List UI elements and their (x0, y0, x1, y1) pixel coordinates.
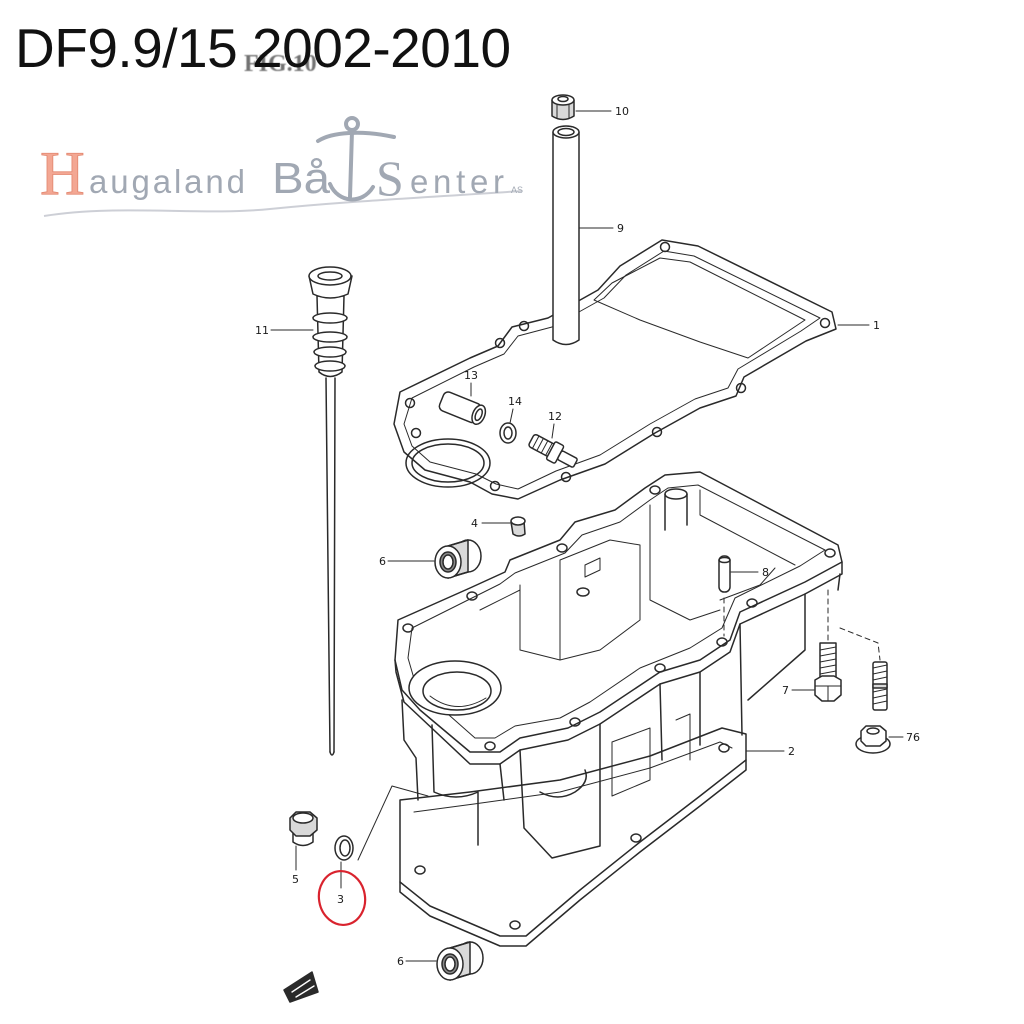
figure-label: FIG.10 (244, 51, 317, 77)
part-2-oil-pan (394, 471, 843, 947)
part-76-flange-nut (855, 725, 891, 754)
callout-12: 12 (548, 410, 562, 423)
anchor-icon (316, 116, 396, 202)
callout-6-upper: 6 (379, 555, 386, 568)
callout-10: 10 (615, 105, 629, 118)
callout-1: 1 (873, 319, 880, 332)
part-8-dowel-pin (718, 555, 731, 637)
callout-6-lower: 6 (397, 955, 404, 968)
logo-word-2: Bå (272, 154, 331, 203)
part-13-sleeve (438, 391, 487, 426)
callout-2: 2 (788, 745, 795, 758)
logo-wave (43, 190, 523, 217)
part-9-tube (552, 125, 580, 346)
logo-initial-h: H (40, 140, 85, 208)
part-7-bolt (814, 589, 842, 702)
haugaland-logo: H augaland Bå S enter AS (40, 116, 523, 217)
part-1-gasket (393, 239, 837, 500)
part-11-dipstick (308, 266, 353, 756)
part-6-oil-seal-lower (436, 941, 484, 981)
callout-5: 5 (292, 873, 299, 886)
highlight-circle (317, 870, 367, 926)
part-3-washer (334, 785, 429, 861)
logo-suffix: AS (511, 185, 523, 195)
part-14-washer (499, 422, 517, 444)
part-6-oil-seal-upper (434, 539, 482, 579)
callout-8: 8 (762, 566, 769, 579)
callout-14: 14 (508, 395, 522, 408)
logo-initial-s: S (376, 150, 404, 206)
logo-word-3: enter (410, 163, 504, 200)
callout-11: 11 (255, 324, 269, 337)
callout-labels: 10 9 1 11 13 14 12 4 6 8 7 76 2 5 3 6 (255, 105, 920, 968)
o-ring (405, 438, 491, 488)
part-4-plug (510, 516, 526, 537)
callout-76: 76 (906, 731, 920, 744)
logo-word-1: augaland (89, 163, 245, 200)
part-10-cap (551, 94, 575, 121)
callout-13: 13 (464, 369, 478, 382)
callout-9: 9 (617, 222, 624, 235)
page-title: DF9.9/15 2002-2010 (15, 17, 511, 79)
front-direction-icon (283, 971, 319, 1003)
part-5-drain-plug (289, 811, 318, 847)
stud-bolt (839, 627, 888, 711)
callout-4: 4 (471, 517, 478, 530)
callout-7: 7 (782, 684, 789, 697)
leader-lines (270, 110, 904, 962)
part-12-fitting (528, 433, 578, 468)
callout-3: 3 (337, 893, 344, 906)
